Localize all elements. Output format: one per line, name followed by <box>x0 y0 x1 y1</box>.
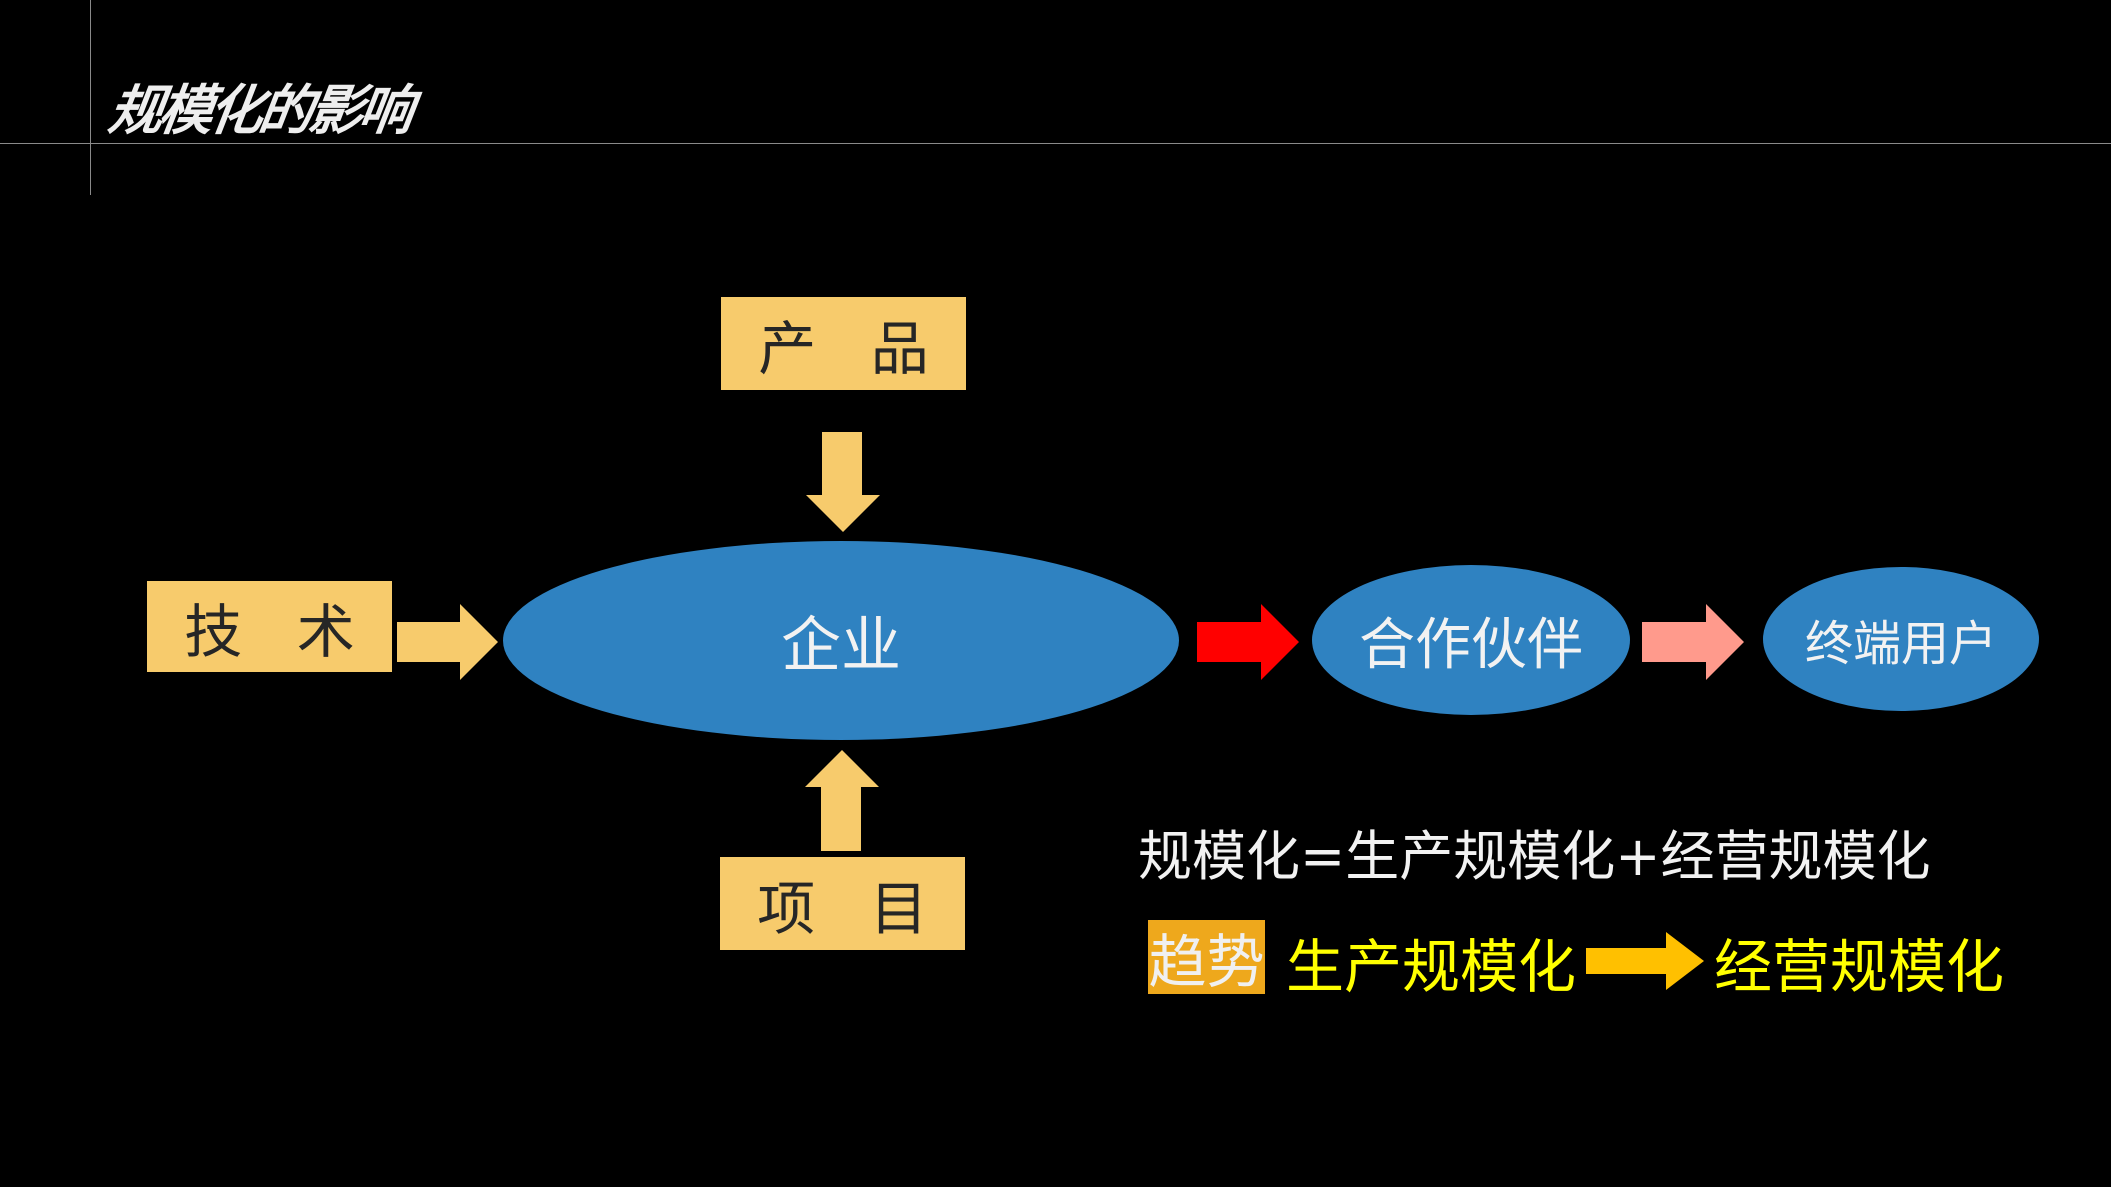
product-label: 产 品 <box>758 314 947 383</box>
up-arrow-icon <box>805 750 879 851</box>
formula-text: 规模化=生产规模化+经营规模化 <box>1138 825 1931 888</box>
header-divider <box>0 143 2111 144</box>
enterprise-ellipse: 企业 <box>503 541 1179 740</box>
partner-ellipse: 合作伙伴 <box>1312 565 1630 715</box>
end-user-ellipse: 终端用户 <box>1763 567 2039 711</box>
partner-label: 合作伙伴 <box>1359 612 1583 678</box>
red-right-arrow-icon <box>1197 604 1299 680</box>
header-vertical-divider <box>90 0 91 195</box>
pink-right-arrow-icon <box>1642 604 1744 680</box>
trend-label: 趋势 <box>1148 928 1265 996</box>
project-label: 项 目 <box>757 874 946 943</box>
trend-to-text: 经营规模化 <box>1714 933 2005 1001</box>
down-arrow-icon <box>806 432 880 532</box>
trend-from-text: 生产规模化 <box>1286 933 1577 1001</box>
technology-label: 技 术 <box>184 597 373 666</box>
trend-arrow-icon <box>1586 932 1704 990</box>
product-box: 产 品 <box>721 297 966 390</box>
project-box: 项 目 <box>720 857 965 950</box>
end-user-label: 终端用户 <box>1804 616 1997 672</box>
right-arrow-icon <box>397 604 498 680</box>
enterprise-label: 企业 <box>781 611 901 681</box>
trend-badge: 趋势 <box>1148 920 1265 996</box>
technology-box: 技 术 <box>147 581 392 672</box>
page-title: 规模化的影响 <box>104 79 414 142</box>
